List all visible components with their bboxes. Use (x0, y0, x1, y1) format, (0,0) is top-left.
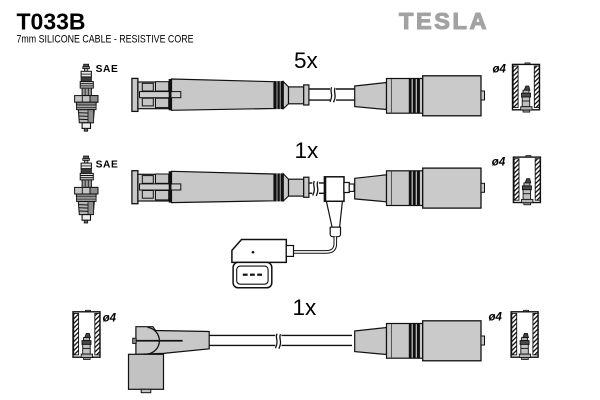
svg-text:SAE: SAE (96, 160, 119, 171)
svg-text:SAE: SAE (96, 64, 119, 75)
svg-text:7mm SILICONE CABLE - RESISTIVE: 7mm SILICONE CABLE - RESISTIVE CORE (17, 34, 194, 46)
svg-text:ø4: ø4 (492, 156, 506, 168)
svg-text:T033B: T033B (17, 9, 86, 35)
svg-text:1x: 1x (293, 295, 318, 320)
svg-text:ø4: ø4 (103, 312, 117, 324)
svg-text:ø4: ø4 (493, 64, 507, 76)
svg-text:5x: 5x (294, 48, 319, 73)
svg-text:1x: 1x (295, 138, 320, 163)
svg-text:ø4: ø4 (489, 311, 503, 323)
svg-text:TESLA: TESLA (399, 8, 489, 34)
